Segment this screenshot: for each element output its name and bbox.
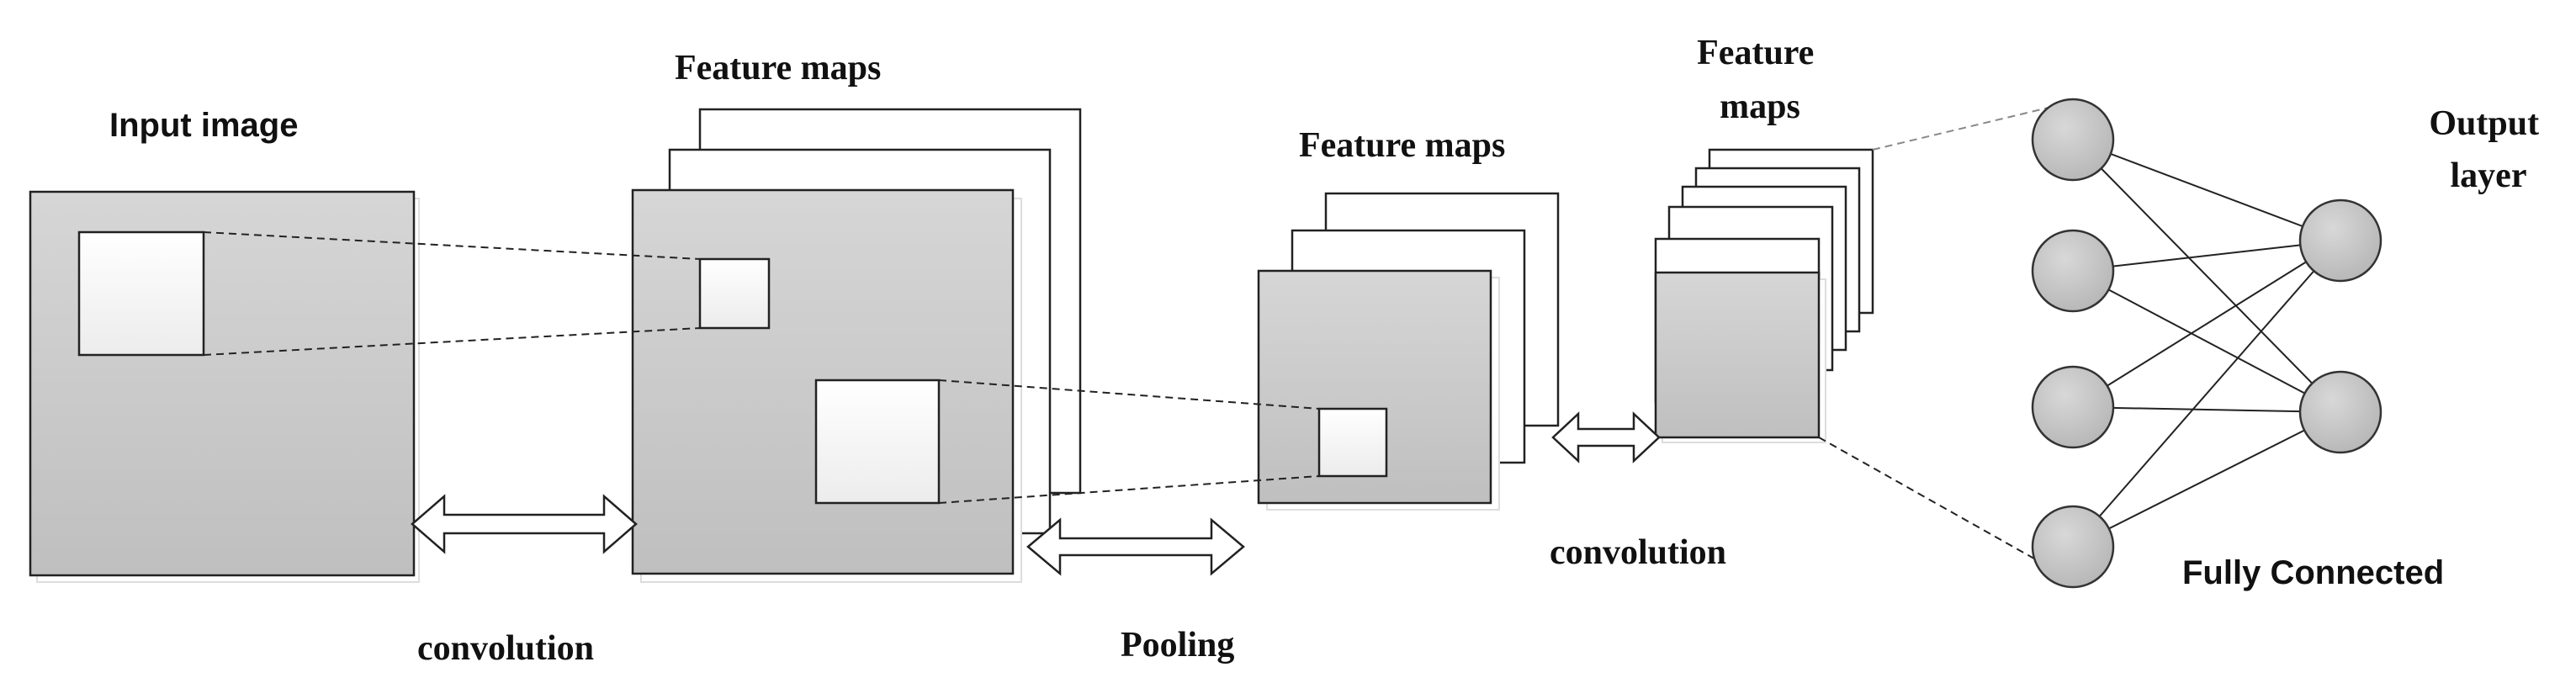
feature-map-1-small-window — [698, 257, 771, 330]
output-node — [2298, 370, 2383, 454]
feature-maps-label-2: Feature maps — [1299, 126, 1505, 165]
fc-input-node — [2031, 365, 2115, 449]
feature-maps-label-1: Feature maps — [675, 49, 881, 87]
projection-lines — [203, 102, 2074, 581]
feature-maps-stack-2 — [1257, 192, 1560, 511]
pooling-arrow — [1026, 517, 1245, 576]
feature-map-1-pool-window — [814, 379, 941, 505]
fc-input-node — [2031, 98, 2115, 182]
convolution-label-1: convolution — [417, 629, 594, 668]
input-receptive-field — [77, 230, 205, 357]
feature-maps-label-3: Feature maps — [1697, 34, 1823, 126]
feature-maps-stack-1 — [631, 108, 1082, 583]
input-image-label: Input image — [109, 107, 298, 144]
input-image-panel — [29, 190, 420, 583]
fc-input-node — [2031, 229, 2115, 313]
fully-connected-network — [2031, 98, 2383, 589]
pooling-label: Pooling — [1121, 626, 1234, 664]
fc-connections — [2072, 139, 2341, 548]
feature-maps-stack-3 — [1654, 148, 1874, 443]
convolution-arrow-2 — [1551, 411, 1661, 463]
feature-map-2-window — [1317, 407, 1388, 478]
fc-input-node — [2031, 505, 2115, 589]
convolution-arrow-1 — [411, 494, 638, 554]
convolution-label-2: convolution — [1550, 533, 1726, 572]
fully-connected-label: Fully Connected — [2182, 554, 2444, 591]
output-node — [2298, 199, 2383, 283]
output-layer-label: Output layer — [2429, 104, 2547, 195]
